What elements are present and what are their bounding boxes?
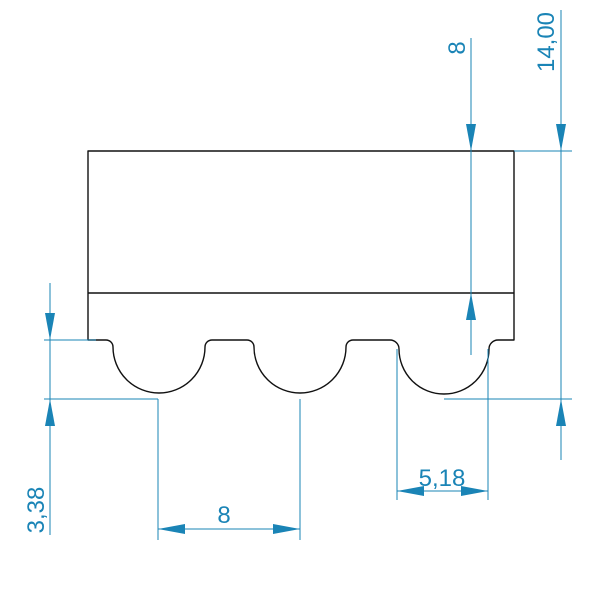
arrow-tooth-height-top [45, 313, 55, 340]
dim-text-tooth-height: 3,38 [23, 487, 50, 534]
belt-body-outline [87, 150, 515, 395]
dim-text-tooth-width: 5,18 [419, 465, 466, 492]
arrow-total-height-top [556, 124, 566, 151]
arrow-pitch-top-upper [466, 124, 476, 151]
arrow-pitch-top-lower [466, 293, 476, 320]
arrow-pitch-bottom-left [158, 524, 185, 534]
arrow-total-height-bottom [556, 399, 566, 426]
arrow-tooth-height-bottom [45, 399, 55, 426]
dim-text-total-height: 14,00 [533, 12, 560, 72]
belt-profile [87, 150, 515, 395]
dim-text-pitch-bottom: 8 [217, 502, 230, 529]
arrow-pitch-bottom-right [273, 524, 300, 534]
arrow-tooth-width-right [461, 486, 488, 496]
dim-text-pitch-top: 8 [444, 41, 471, 54]
dimension-layer: 8 14,00 3,38 8 5,18 [23, 10, 572, 540]
arrow-tooth-width-left [397, 486, 424, 496]
